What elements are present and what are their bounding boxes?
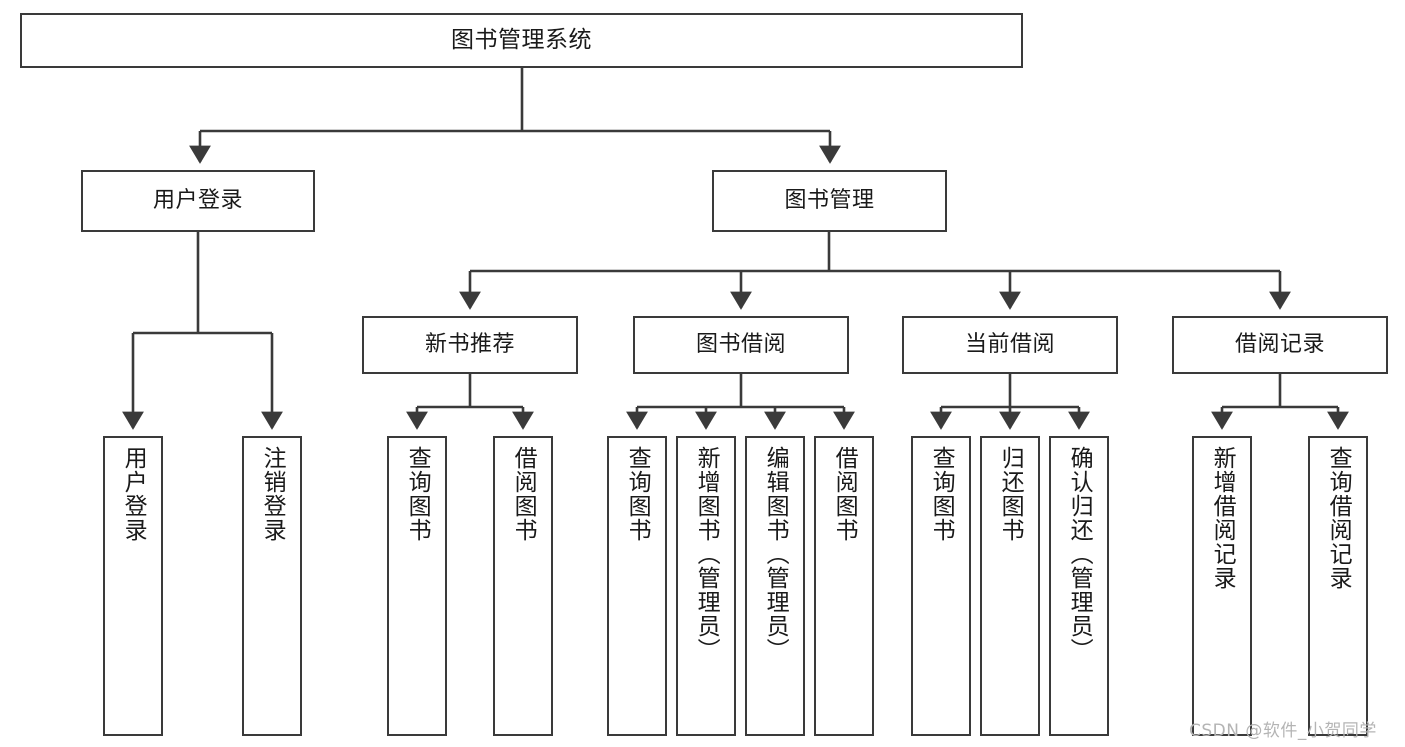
node-book-manage[interactable]: 图书管理	[712, 170, 947, 232]
node-leaf-add-record[interactable]: 新增借阅记录	[1192, 436, 1252, 736]
node-user-login[interactable]: 用户登录	[81, 170, 315, 232]
node-leaf-borrow-book-1-label: 借阅图书	[510, 446, 537, 542]
node-leaf-confirm-return-label: 确认归还（管理员）	[1066, 446, 1093, 662]
node-new-book-recommend-label: 新书推荐	[424, 332, 515, 358]
node-leaf-query-book-3-label: 查询图书	[928, 446, 955, 542]
node-leaf-confirm-return[interactable]: 确认归还（管理员）	[1049, 436, 1109, 736]
node-leaf-logout-login-label: 注销登录	[259, 446, 286, 542]
node-leaf-add-record-label: 新增借阅记录	[1209, 446, 1236, 590]
node-leaf-query-book-2[interactable]: 查询图书	[607, 436, 667, 736]
node-leaf-user-login[interactable]: 用户登录	[103, 436, 163, 736]
node-current-borrow-label: 当前借阅	[964, 332, 1055, 358]
node-leaf-borrow-book-2-label: 借阅图书	[831, 446, 858, 542]
node-leaf-query-book-2-label: 查询图书	[624, 446, 651, 542]
node-leaf-query-record-label: 查询借阅记录	[1325, 446, 1352, 590]
node-leaf-query-record[interactable]: 查询借阅记录	[1308, 436, 1368, 736]
node-user-login-label: 用户登录	[152, 188, 243, 214]
node-leaf-logout-login[interactable]: 注销登录	[242, 436, 302, 736]
node-borrow-record-label: 借阅记录	[1234, 332, 1325, 358]
node-leaf-edit-book-label: 编辑图书（管理员）	[762, 446, 789, 662]
node-leaf-borrow-book-1[interactable]: 借阅图书	[493, 436, 553, 736]
node-leaf-add-book[interactable]: 新增图书（管理员）	[676, 436, 736, 736]
node-leaf-user-login-label: 用户登录	[120, 446, 147, 542]
node-new-book-recommend[interactable]: 新书推荐	[362, 316, 578, 374]
csdn-watermark: CSDN @软件_小贺同学	[1189, 721, 1377, 741]
node-borrow-record[interactable]: 借阅记录	[1172, 316, 1388, 374]
node-leaf-query-book-1[interactable]: 查询图书	[387, 436, 447, 736]
node-root-label: 图书管理系统	[451, 26, 592, 53]
node-leaf-return-book-label: 归还图书	[997, 446, 1024, 542]
node-leaf-query-book-3[interactable]: 查询图书	[911, 436, 971, 736]
node-root[interactable]: 图书管理系统	[20, 13, 1023, 68]
node-leaf-query-book-1-label: 查询图书	[404, 446, 431, 542]
node-book-manage-label: 图书管理	[784, 188, 875, 214]
node-book-borrow-label: 图书借阅	[695, 332, 786, 358]
node-leaf-add-book-label: 新增图书（管理员）	[693, 446, 720, 662]
node-leaf-return-book[interactable]: 归还图书	[980, 436, 1040, 736]
node-leaf-edit-book[interactable]: 编辑图书（管理员）	[745, 436, 805, 736]
node-book-borrow[interactable]: 图书借阅	[633, 316, 849, 374]
node-leaf-borrow-book-2[interactable]: 借阅图书	[814, 436, 874, 736]
node-current-borrow[interactable]: 当前借阅	[902, 316, 1118, 374]
